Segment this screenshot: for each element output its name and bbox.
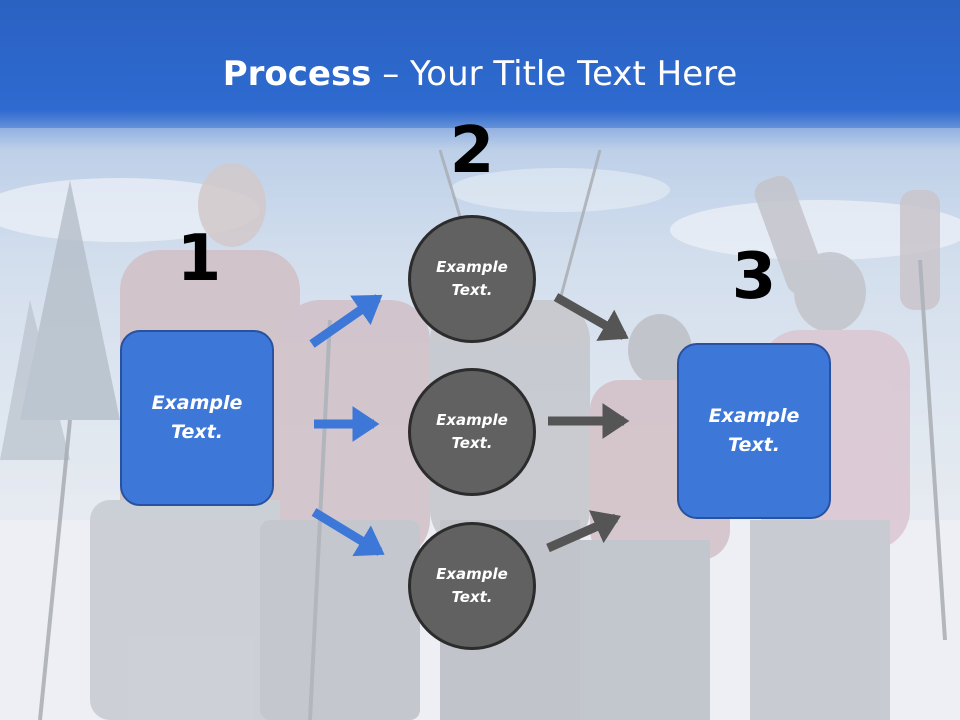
arrow-gray-down [553,293,629,341]
slide-title: Process – Your Title Text Here [0,52,960,96]
circle-bottom-label: Example Text. [436,565,508,606]
right-step-box-label: Example Text. [708,405,800,456]
step-number-1: 1 [176,222,222,296]
title-rest: – Your Title Text Here [371,54,738,94]
arrow-blue-up [309,294,383,348]
circle-top-label: Example Text. [436,258,508,299]
step-number-2: 2 [449,114,495,188]
left-step-box-label: Example Text. [151,392,243,443]
circle-middle-label: Example Text. [436,411,508,452]
title-bold: Process [222,54,372,94]
left-step-box: Example Text. [120,330,274,506]
arrow-blue-down [311,508,385,557]
right-step-box: Example Text. [677,343,831,519]
arrow-gray-up [546,510,621,553]
circle-middle: Example Text. [408,368,536,496]
circle-top: Example Text. [408,215,536,343]
circle-bottom: Example Text. [408,522,536,650]
step-number-3: 3 [731,240,777,314]
